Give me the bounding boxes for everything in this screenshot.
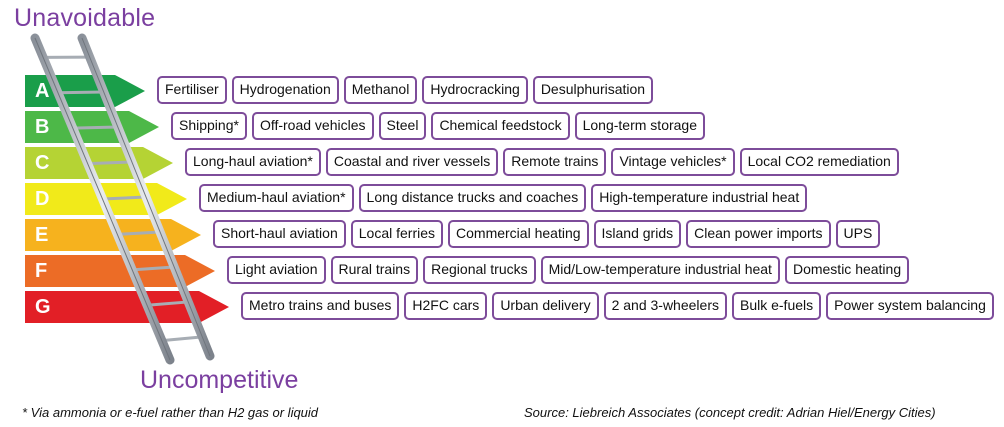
use-case-tag: Remote trains — [503, 148, 607, 176]
tag-row-c: Long-haul aviation*Coastal and river ves… — [185, 148, 899, 176]
use-case-tag: Domestic heating — [784, 256, 910, 284]
use-case-tag: Urban delivery — [492, 292, 599, 320]
use-case-tag: Bulk e-fuels — [731, 292, 822, 320]
arrow-f: F — [25, 255, 215, 287]
use-case-tag: Shipping* — [171, 112, 247, 140]
use-case-tag: Hydrogenation — [231, 76, 339, 104]
arrow-a: A — [25, 75, 145, 107]
title-uncompetitive: Uncompetitive — [140, 366, 299, 394]
grade-letter: B — [35, 116, 50, 138]
title-unavoidable: Unavoidable — [14, 4, 156, 32]
ladder-rung — [161, 335, 203, 343]
arrow-b: B — [25, 111, 159, 143]
use-case-tag: Commercial heating — [448, 220, 589, 248]
use-case-tag: UPS — [835, 220, 881, 248]
footnote: * Via ammonia or e-fuel rather than H2 g… — [22, 405, 319, 420]
use-case-tag: Medium-haul aviation* — [199, 184, 354, 212]
use-case-tag: Clean power imports — [686, 220, 831, 248]
use-case-tag: H2FC cars — [404, 292, 488, 320]
arrow-d: D — [25, 183, 187, 215]
use-case-tag: Local CO2 remediation — [739, 148, 899, 176]
source-credit: Source: Liebreich Associates (concept cr… — [524, 405, 936, 420]
use-case-tag: Mid/Low-temperature industrial heat — [540, 256, 780, 284]
arrow-e: E — [25, 219, 201, 251]
use-case-tag: Metro trains and buses — [241, 292, 400, 320]
grade-letter: F — [35, 260, 48, 282]
grade-letter: E — [35, 224, 49, 246]
grade-letter: C — [35, 152, 50, 174]
use-case-tag: Short-haul aviation — [213, 220, 346, 248]
use-case-tag: Fertiliser — [157, 76, 227, 104]
arrow-g: G — [25, 291, 229, 323]
use-case-tag: 2 and 3-wheelers — [603, 292, 727, 320]
use-case-tag: Chemical feedstock — [431, 112, 570, 140]
grade-letter: D — [35, 188, 50, 210]
use-case-tag: Long-term storage — [574, 112, 706, 140]
use-case-tag: Off-road vehicles — [251, 112, 374, 140]
use-case-tag: Long-haul aviation* — [185, 148, 321, 176]
arrow-c: C — [25, 147, 173, 179]
grade-letter: A — [35, 80, 50, 102]
use-case-tag: Local ferries — [350, 220, 444, 248]
use-case-tag: High-temperature industrial heat — [591, 184, 808, 212]
grade-letter: G — [35, 296, 51, 318]
use-case-tag: Light aviation — [227, 256, 326, 284]
use-case-tag: Coastal and river vessels — [325, 148, 499, 176]
tag-row-d: Medium-haul aviation*Long distance truck… — [199, 184, 808, 212]
use-case-tag: Hydrocracking — [422, 76, 528, 104]
use-case-tag: Long distance trucks and coaches — [358, 184, 587, 212]
use-case-tag: Rural trains — [330, 256, 419, 284]
use-case-tag: Steel — [378, 112, 427, 140]
use-case-tag: Power system balancing — [826, 292, 994, 320]
use-case-tag: Methanol — [343, 76, 418, 104]
use-case-tag: Vintage vehicles* — [611, 148, 735, 176]
use-case-tag: Regional trucks — [423, 256, 536, 284]
use-case-tag: Desulphurisation — [532, 76, 654, 104]
use-case-tag: Island grids — [593, 220, 682, 248]
